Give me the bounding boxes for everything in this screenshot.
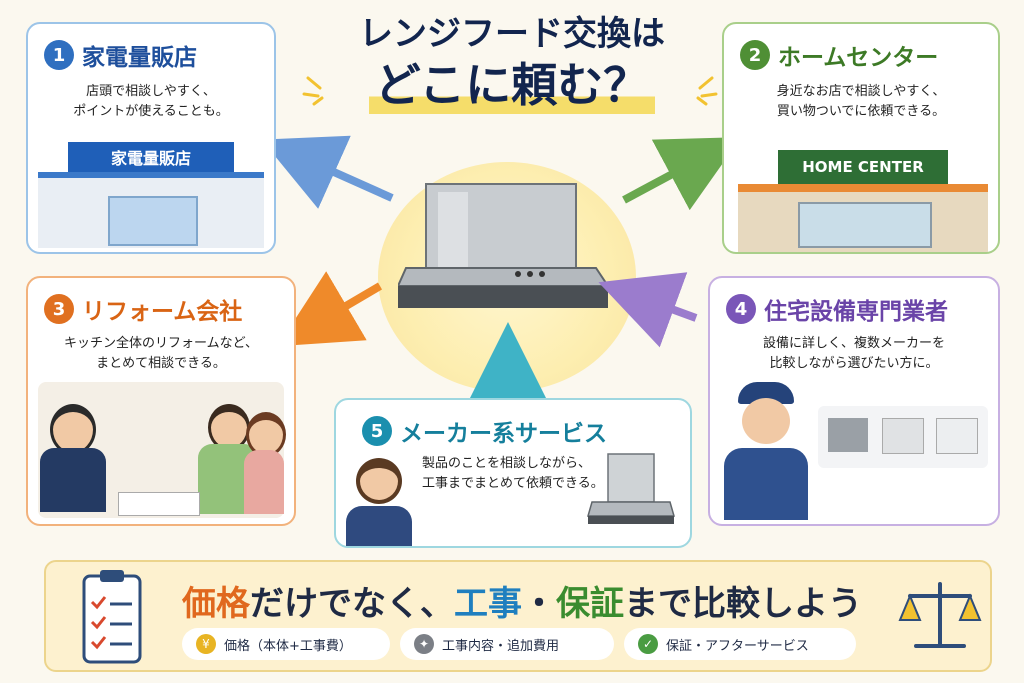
card3-desc-line1: キッチン全体のリフォームなど、 xyxy=(64,336,258,351)
pill-construction: ✦ 工事内容・追加費用 xyxy=(400,628,614,660)
banner-title-price: 価格 xyxy=(182,584,250,624)
banner-title-construction: 工事 xyxy=(454,584,522,624)
card5-desc-line1: 製品のことを相談しながら、 xyxy=(422,456,592,471)
home-center-building: HOME CENTER xyxy=(738,150,988,252)
card2-number: 2 xyxy=(740,40,770,70)
card4-desc-line2: 比較しながら選びたい方に。 xyxy=(769,356,939,371)
card1-desc-line1: 店頭で相談しやすく、 xyxy=(86,84,216,99)
card2-desc-line2: 買い物ついでに依頼できる。 xyxy=(776,104,946,119)
card5-title: メーカー系サービス xyxy=(400,421,607,447)
sparkle-left-icon xyxy=(302,76,324,106)
card3-title: リフォーム会社 xyxy=(82,299,243,325)
card-electronics-store: 1 家電量販店 店頭で相談しやすく、 ポイントが使えることも。 家電量販店 xyxy=(26,22,276,254)
card1-desc-line2: ポイントが使えることも。 xyxy=(73,104,229,119)
yen-coin-icon: ¥ xyxy=(196,634,216,654)
pill-warranty: ✓ 保証・アフターサービス xyxy=(624,628,856,660)
card1-title: 家電量販店 xyxy=(82,45,197,71)
card-reform-company: 3 リフォーム会社 キッチン全体のリフォームなど、 まとめて相談できる。 xyxy=(26,276,296,526)
card2-desc-line1: 身近なお店で相談しやすく、 xyxy=(776,84,946,99)
headline: レンジフード交換は どこに頼む？ xyxy=(300,12,724,114)
operator-illustration xyxy=(342,458,414,546)
card4-title: 住宅設備専門業者 xyxy=(764,299,948,325)
headline-line2: どこに頼む？ xyxy=(368,56,656,114)
card3-desc-line2: まとめて相談できる。 xyxy=(96,356,226,371)
banner-title-part3: まで比較しよう xyxy=(624,584,862,624)
store-building: 家電量販店 xyxy=(38,142,264,248)
technician-illustration xyxy=(718,382,812,522)
banner-title-dot: ・ xyxy=(522,584,556,624)
pill-price-label: 価格（本体+工事費） xyxy=(224,638,352,654)
banner-title-warranty: 保証 xyxy=(556,584,624,624)
home-center-sign: HOME CENTER xyxy=(778,150,948,184)
pill-warranty-label: 保証・アフターサービス xyxy=(666,638,809,654)
range-hood-small-icon xyxy=(587,453,675,524)
store-sign: 家電量販店 xyxy=(68,142,234,172)
card4-number: 4 xyxy=(726,294,756,324)
pill-construction-label: 工事内容・追加費用 xyxy=(442,638,560,654)
headline-line1: レンジフード交換は xyxy=(359,14,665,54)
card3-number: 3 xyxy=(44,294,74,324)
banner-title-part2: だけでなく、 xyxy=(250,584,454,624)
card5-desc-line2: 工事までまとめて依頼できる。 xyxy=(422,476,604,491)
product-lineup xyxy=(818,406,988,468)
shield-check-icon: ✓ xyxy=(638,634,658,654)
card-home-center: 2 ホームセンター 身近なお店で相談しやすく、 買い物ついでに依頼できる。 HOM… xyxy=(722,22,1000,254)
consultation-illustration xyxy=(38,382,286,518)
card2-title: ホームセンター xyxy=(778,45,939,71)
card5-number: 5 xyxy=(362,416,392,446)
wrench-icon: ✦ xyxy=(414,634,434,654)
balance-scale-icon xyxy=(898,582,982,648)
card-housing-equipment-specialist: 4 住宅設備専門業者 設備に詳しく、複数メーカーを 比較しながら選びたい方に。 xyxy=(708,276,1000,526)
card4-desc-line1: 設備に詳しく、複数メーカーを xyxy=(762,336,945,351)
checklist-clipboard-icon xyxy=(82,570,142,664)
card-manufacturer-service: 5 メーカー系サービス 製品のことを相談しながら、 工事までまとめて依頼できる。 xyxy=(334,398,692,548)
sparkle-right-icon xyxy=(696,76,718,106)
range-hood-icon xyxy=(398,183,610,308)
banner-title: 価格だけでなく、工事・保証まで比較しよう xyxy=(182,576,862,625)
card1-number: 1 xyxy=(44,40,74,70)
pill-price: ¥ 価格（本体+工事費） xyxy=(182,628,390,660)
comparison-banner: 価格だけでなく、工事・保証まで比較しよう ¥ 価格（本体+工事費） ✦ 工事内容・追… xyxy=(44,560,992,672)
